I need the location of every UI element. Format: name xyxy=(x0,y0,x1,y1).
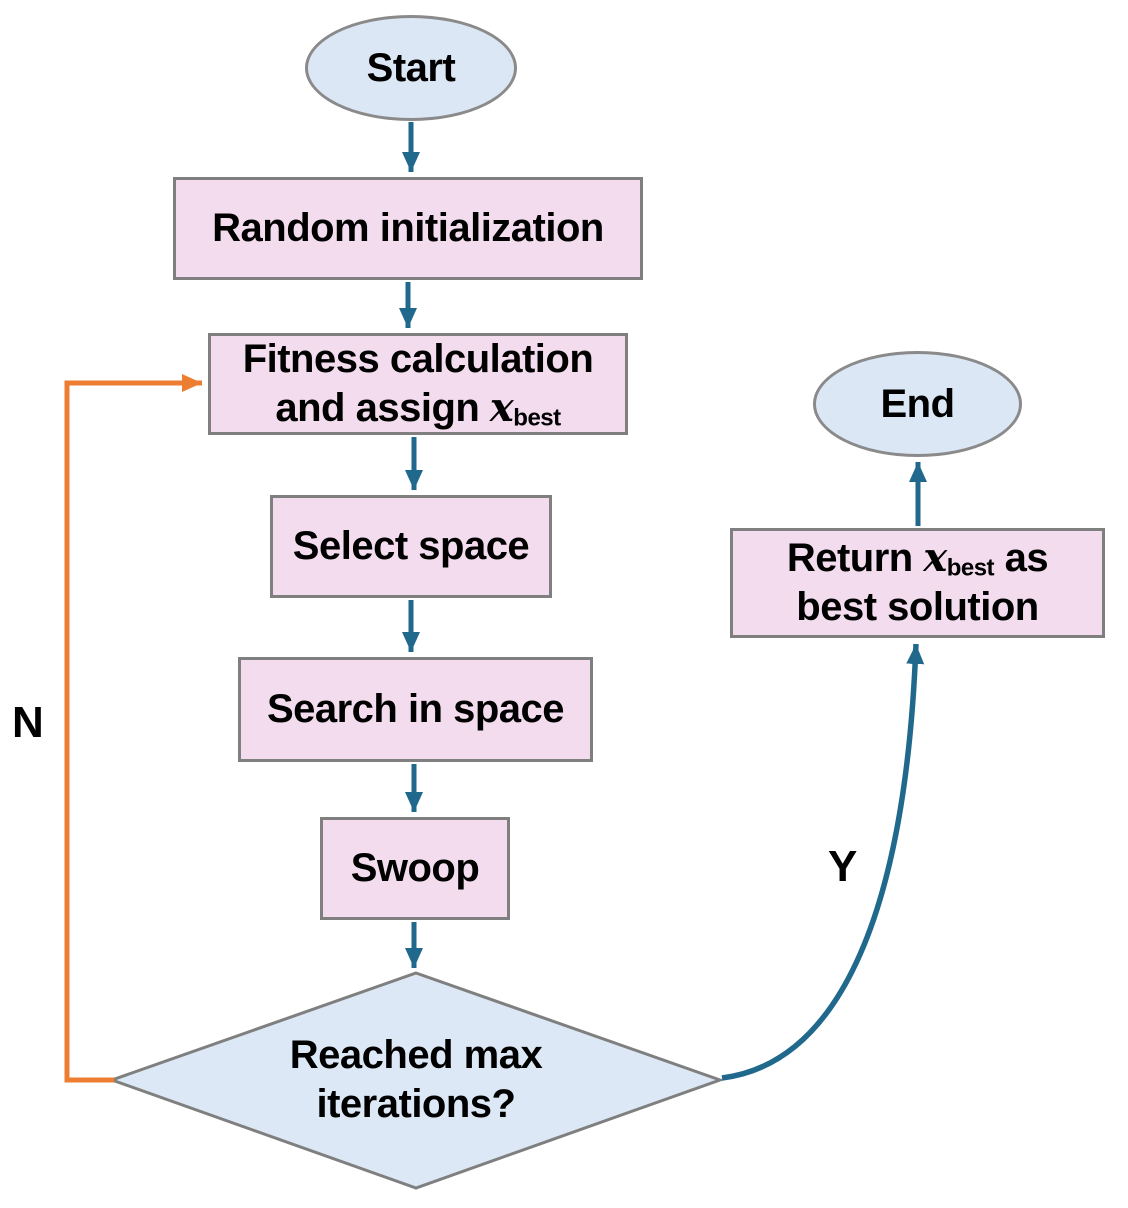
swoop-label: Swoop xyxy=(350,846,480,891)
return-best-var-x: x xyxy=(923,534,947,582)
loop-arrow-no xyxy=(64,374,202,1083)
node-decision-reached-max-iterations: Reached max iterations? xyxy=(216,1018,616,1142)
node-swoop: Swoop xyxy=(320,817,510,920)
return-best-line2: best solution xyxy=(796,585,1039,629)
search-in-space-label: Search in space xyxy=(266,687,565,732)
random-initialization-label: Random initialization xyxy=(212,206,604,251)
fitness-var-x: x xyxy=(489,384,514,431)
decision-line2: iterations? xyxy=(316,1082,516,1126)
fitness-line2-prefix: and assign xyxy=(275,386,490,430)
return-best-line1: Return xbest as xyxy=(786,534,1049,583)
start-label: Start xyxy=(366,45,456,90)
node-search-in-space: Search in space xyxy=(238,657,593,762)
node-random-initialization: Random initialization xyxy=(173,177,643,280)
return-best-var-sub: best xyxy=(946,554,995,582)
arrow-decision-yes-to-return-best xyxy=(721,643,925,1081)
node-start: Start xyxy=(305,15,517,121)
node-end: End xyxy=(813,351,1022,457)
end-label: End xyxy=(880,381,955,426)
fitness-line1: Fitness calculation xyxy=(242,337,594,382)
edge-label-n: N xyxy=(12,698,44,747)
fitness-var-sub: best xyxy=(513,404,561,432)
edge-label-y: Y xyxy=(828,842,858,891)
fitness-line2: and assign xbest xyxy=(275,384,561,433)
node-fitness-calculation: Fitness calculation and assign xbest xyxy=(208,333,628,435)
node-select-space: Select space xyxy=(270,495,552,598)
return-best-line1-prefix: Return xyxy=(786,536,924,581)
decision-line1: Reached max xyxy=(289,1033,543,1078)
return-best-line1-suffix: as xyxy=(994,536,1049,581)
node-return-best: Return xbest as best solution xyxy=(730,528,1105,638)
decision-diamond-shape xyxy=(107,971,725,1190)
select-space-label: Select space xyxy=(292,524,530,569)
